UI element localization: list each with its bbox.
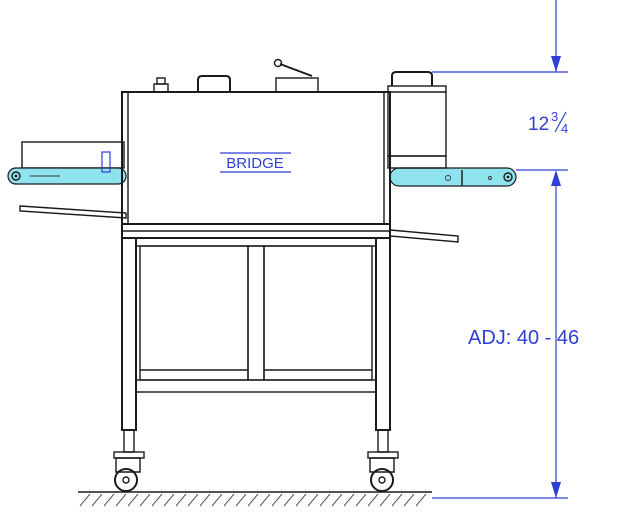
base-stand [121,237,391,431]
dimension-lines [432,0,568,499]
oven-cabinet [121,91,391,239]
floor-hatching [78,491,432,507]
right-caster [367,429,399,492]
brand-text: BRIDGE [226,155,284,172]
upper-height-numerator: 3 [551,109,558,124]
brand-label: BRIDGE [220,152,291,173]
upper-height-dimension: 12 3 4 [528,109,568,136]
upper-height-denominator: 4 [561,121,568,136]
left-caster [113,429,145,492]
control-box [387,71,447,169]
right-conveyor [389,167,517,243]
adjustable-height-dimension: ADJ: 40 - 46 [468,327,579,349]
top-fittings [153,58,319,93]
upper-height-whole: 12 [528,114,549,135]
left-conveyor [7,141,127,219]
